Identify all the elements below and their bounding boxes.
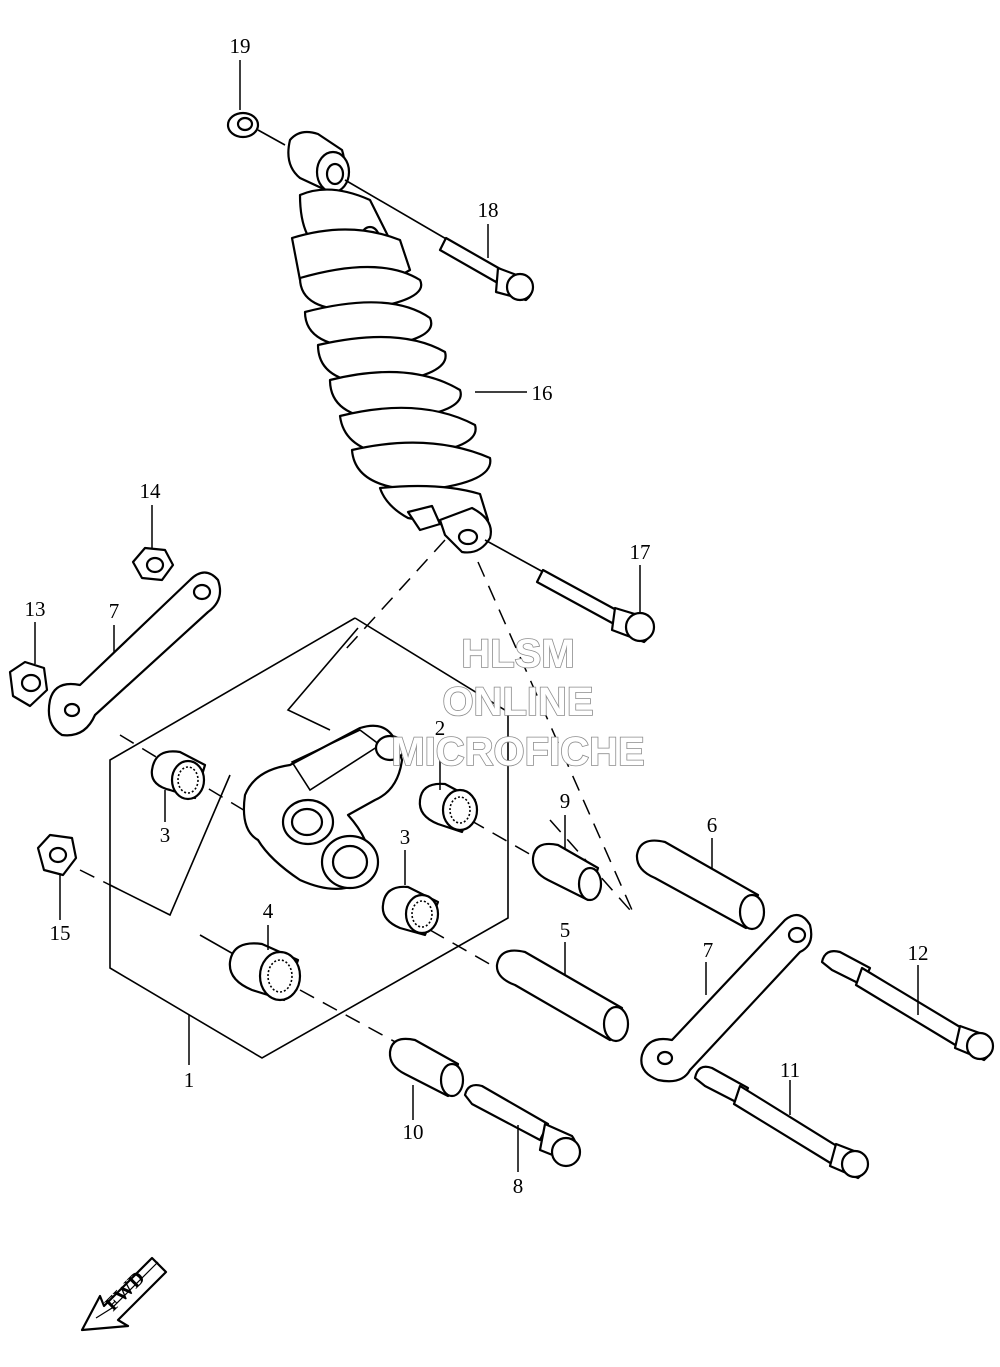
- watermark-line-3: MICROFICHE: [391, 730, 644, 774]
- part-3-bearing-left[interactable]: [150, 750, 207, 801]
- part-9-collar[interactable]: [531, 842, 603, 902]
- part-8-bolt[interactable]: [463, 1083, 582, 1168]
- callout-18: 18: [478, 198, 499, 222]
- part-3-bearing-right[interactable]: [381, 885, 440, 937]
- callout-6: 6: [707, 813, 718, 837]
- part-7-tie-rod-lower[interactable]: [640, 913, 813, 1083]
- callout-7-upper: 7: [109, 599, 120, 623]
- callout-10: 10: [403, 1120, 424, 1144]
- callout-5: 5: [560, 918, 571, 942]
- part-7-tie-rod-upper[interactable]: [47, 571, 222, 737]
- fwd-arrow-icon: FWD: [80, 1256, 168, 1332]
- callout-3-right: 3: [400, 825, 411, 849]
- part-5-spacer[interactable]: [495, 949, 630, 1043]
- callout-17: 17: [630, 540, 651, 564]
- callout-9: 9: [560, 789, 571, 813]
- part-14-nut[interactable]: [131, 546, 175, 582]
- callout-15: 15: [50, 921, 71, 945]
- callout-3-left: 3: [160, 823, 171, 847]
- watermark-line-2: ONLINE: [442, 680, 593, 724]
- part-10-collar[interactable]: [388, 1037, 465, 1098]
- part-6-spacer[interactable]: [635, 839, 766, 931]
- watermark-line-1: HLSM: [461, 632, 574, 676]
- part-17-bolt[interactable]: [484, 539, 656, 644]
- part-19-nut[interactable]: [226, 111, 260, 139]
- callout-19: 19: [230, 34, 251, 58]
- callout-16: 16: [532, 381, 553, 405]
- callout-1: 1: [184, 1068, 195, 1092]
- part-16-rear-shock-absorber[interactable]: [287, 130, 492, 554]
- watermark: HLSM ONLINE MICROFICHE: [391, 631, 646, 775]
- callout-leader-lines: [34, 60, 919, 1172]
- callout-13: 13: [25, 597, 46, 621]
- part-12-bolt[interactable]: [820, 950, 995, 1062]
- part-11-bolt[interactable]: [693, 1065, 870, 1180]
- callout-8: 8: [513, 1174, 524, 1198]
- callout-4: 4: [263, 899, 274, 923]
- callout-labels: 19 18 16 14 17 13 7 2 3 9 6 3 15 4 5 7 1…: [25, 34, 929, 1198]
- callout-14: 14: [140, 479, 162, 503]
- callout-11: 11: [780, 1058, 800, 1082]
- part-13-nut[interactable]: [8, 660, 49, 708]
- part-2-bearing[interactable]: [418, 782, 479, 834]
- callout-12: 12: [908, 941, 929, 965]
- part-15-nut[interactable]: [36, 833, 78, 877]
- callout-7-lower: 7: [703, 938, 714, 962]
- part-4-bearing[interactable]: [228, 942, 302, 1002]
- callout-2: 2: [435, 716, 446, 740]
- part-1-cushion-lever[interactable]: [242, 724, 406, 890]
- part-18-bolt[interactable]: [344, 179, 535, 302]
